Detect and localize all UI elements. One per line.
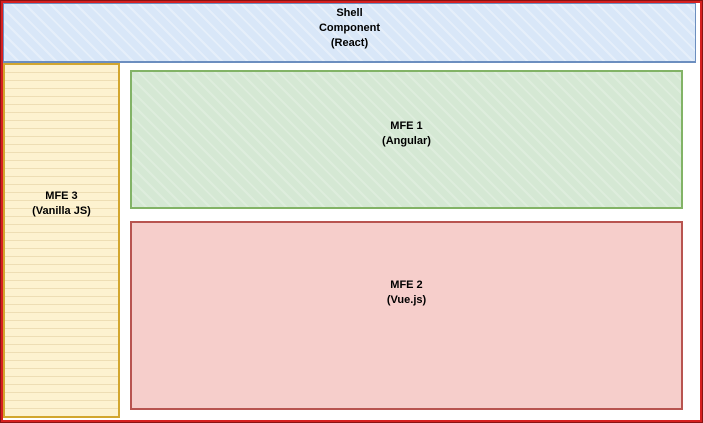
mfe3-vanillajs-node: MFE 3 (Vanilla JS) (3, 63, 120, 418)
shell-component-label: Shell Component (React) (318, 7, 381, 49)
mfe1-angular-node: MFE 1 (Angular) (130, 70, 683, 209)
mfe2-label: MFE 2 (Vue.js) (386, 278, 427, 306)
shell-component-node: Shell Component (React) (3, 3, 696, 63)
mfe1-label: MFE 1 (Angular) (382, 119, 431, 147)
mfe2-vuejs-node: MFE 2 (Vue.js) (130, 221, 683, 410)
mfe3-label: MFE 3 (Vanilla JS) (32, 189, 91, 217)
